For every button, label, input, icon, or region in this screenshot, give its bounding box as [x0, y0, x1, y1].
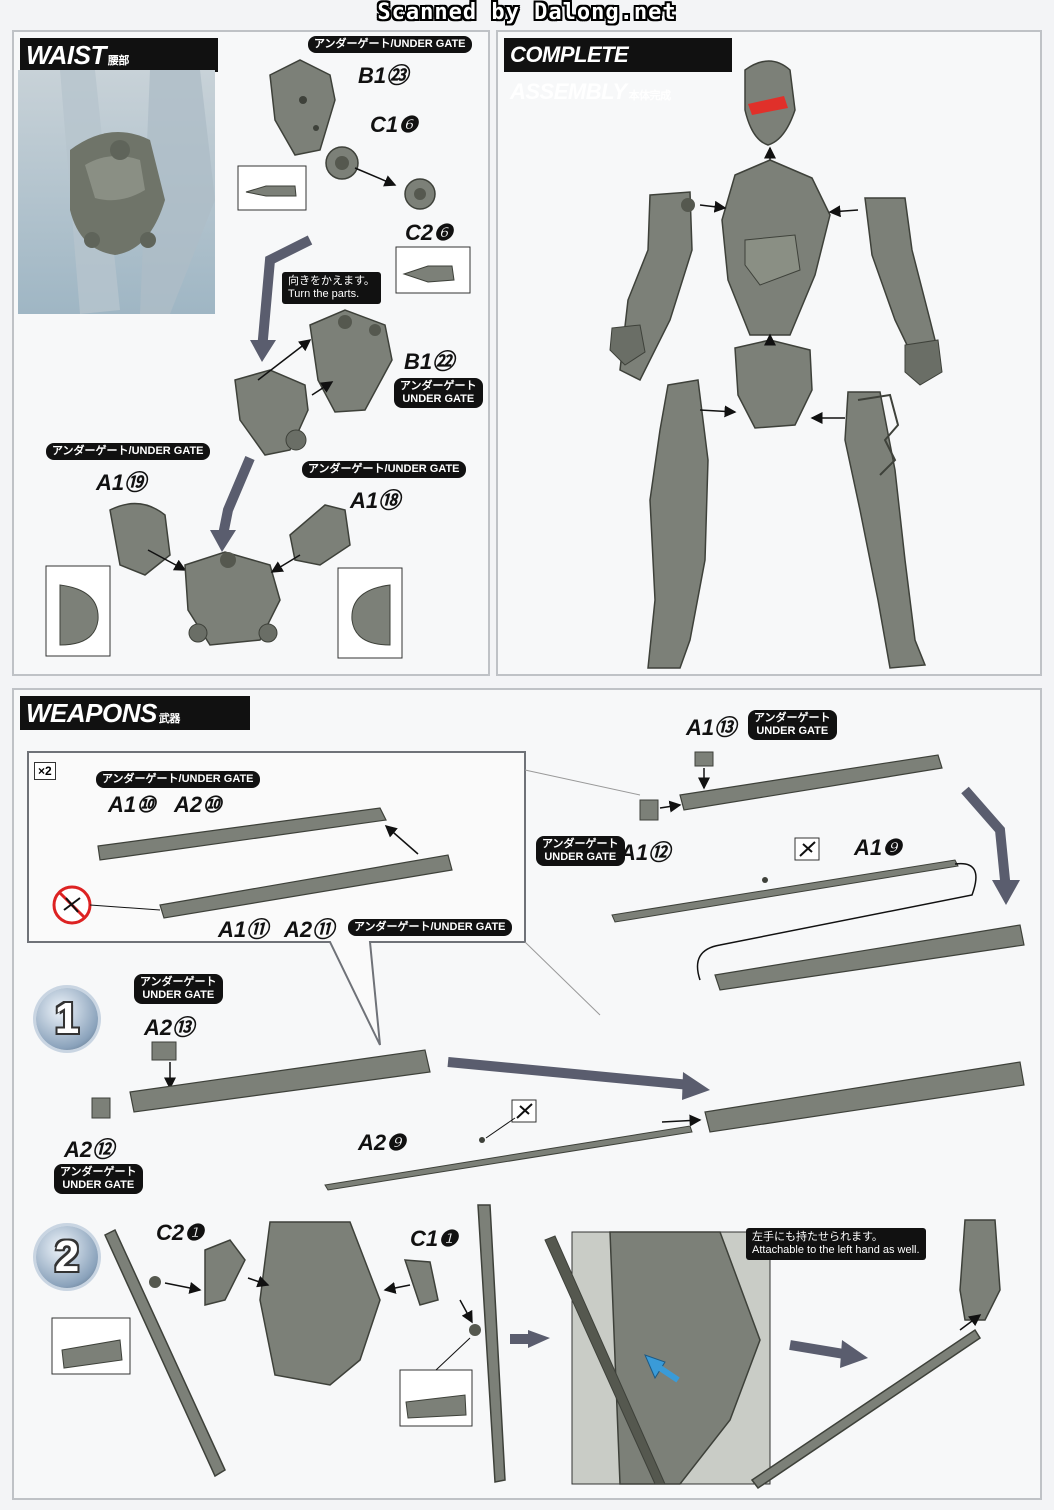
- gate-b1-22-en: UNDER GATE: [402, 393, 475, 405]
- part-number-a2-11: A2⑪: [284, 917, 335, 942]
- part-number-c1-6: C1❻: [370, 112, 418, 137]
- waist-part-half: [234, 369, 309, 456]
- no-cut-sign: [52, 885, 92, 925]
- left-hand-note: 左手にも持たせられます。 Attachable to the left hand…: [746, 1228, 926, 1260]
- gate-a2-12-jp: アンダーゲート: [60, 1166, 137, 1178]
- part-number-b1-22: B1㉒: [404, 349, 455, 374]
- gate-label-a1-19: アンダーゲート/UNDER GATE: [46, 443, 210, 460]
- gate-a1-12-jp: アンダーゲート: [542, 838, 619, 850]
- part-number-a1-11: A1⑪: [218, 917, 269, 942]
- part-number-c2-6: C2❻: [405, 220, 453, 245]
- part-number-a1-18: A1⑱: [350, 488, 401, 513]
- gate-label-a1-18: アンダーゲート/UNDER GATE: [302, 461, 466, 478]
- gate-a1-13-en: UNDER GATE: [756, 725, 829, 737]
- waist-part-b1-22: [309, 309, 393, 413]
- gate-label-a2-12: アンダーゲート UNDER GATE: [54, 1164, 143, 1194]
- waist-part-a1-19: [109, 502, 171, 576]
- watermark: Scanned by Dalong.net: [377, 0, 677, 25]
- step-1-number: 1: [54, 994, 80, 1043]
- gate-a1-13-jp: アンダーゲート: [754, 712, 831, 724]
- left-hand-en: Attachable to the left hand as well.: [752, 1244, 920, 1256]
- weapons-title-en: WEAPONS: [26, 698, 157, 728]
- part-number-c1-1: C1❶: [410, 1226, 458, 1251]
- part-number-a2-10: A2⑩: [174, 792, 222, 817]
- gate-label-a1-12: アンダーゲート UNDER GATE: [536, 836, 625, 866]
- gate-label-a1-13: アンダーゲート UNDER GATE: [748, 710, 837, 740]
- weapons-title-jp: 武器: [158, 713, 181, 725]
- part-number-c2-1: C2❶: [156, 1220, 204, 1245]
- part-number-a1-12: A1⑫: [620, 840, 671, 865]
- gate-label-b1-23: アンダーゲート/UNDER GATE: [308, 36, 472, 53]
- complete-title-jp: 本体完成: [628, 90, 672, 102]
- part-number-a2-9: A2❾: [358, 1130, 406, 1155]
- assembled-figure: [609, 60, 943, 669]
- gate-b1-22-jp: アンダーゲート: [400, 380, 477, 392]
- step-1-badge: 1: [36, 988, 98, 1050]
- waist-photo: [18, 70, 215, 314]
- gate-a2-13-en: UNDER GATE: [142, 989, 215, 1001]
- left-hand-jp: 左手にも持たせられます。: [752, 1231, 883, 1243]
- turn-parts-en: Turn the parts.: [288, 288, 360, 300]
- part-number-a1-19: A1⑲: [96, 470, 147, 495]
- quantity-x2: ×2: [34, 762, 56, 780]
- part-number-a2-13: A2⑬: [144, 1015, 195, 1040]
- turn-parts-note: 向きをかえます。 Turn the parts.: [282, 272, 381, 304]
- gate-label-b1-22: アンダーゲート UNDER GATE: [394, 378, 483, 408]
- waist-part-b1-23: [269, 59, 336, 156]
- step-2-badge: 2: [36, 1226, 98, 1288]
- waist-part-a1-18: [289, 504, 351, 566]
- part-number-a1-13: A1⑬: [686, 715, 737, 740]
- gate-a2-13-jp: アンダーゲート: [140, 976, 217, 988]
- part-number-a1-10: A1⑩: [108, 792, 156, 817]
- waist-title-jp: 腰部: [107, 55, 130, 67]
- gate-a1-12-en: UNDER GATE: [544, 851, 617, 863]
- complete-title-en: COMPLETE ASSEMBLY: [510, 42, 629, 104]
- waist-title-en: WAIST: [26, 40, 106, 70]
- part-number-b1-23: B1㉓: [358, 63, 409, 88]
- gate-label-a2-13: アンダーゲート UNDER GATE: [134, 974, 223, 1004]
- gate-label-a10: アンダーゲート/UNDER GATE: [96, 771, 260, 788]
- step-2-number: 2: [54, 1232, 80, 1281]
- waist-final: [184, 551, 281, 646]
- part-number-a1-9: A1❾: [854, 835, 902, 860]
- gate-label-a11: アンダーゲート/UNDER GATE: [348, 919, 512, 936]
- part-number-a2-12: A2⑫: [64, 1137, 115, 1162]
- gate-a2-12-en: UNDER GATE: [62, 1179, 135, 1191]
- turn-parts-jp: 向きをかえます。: [288, 275, 375, 287]
